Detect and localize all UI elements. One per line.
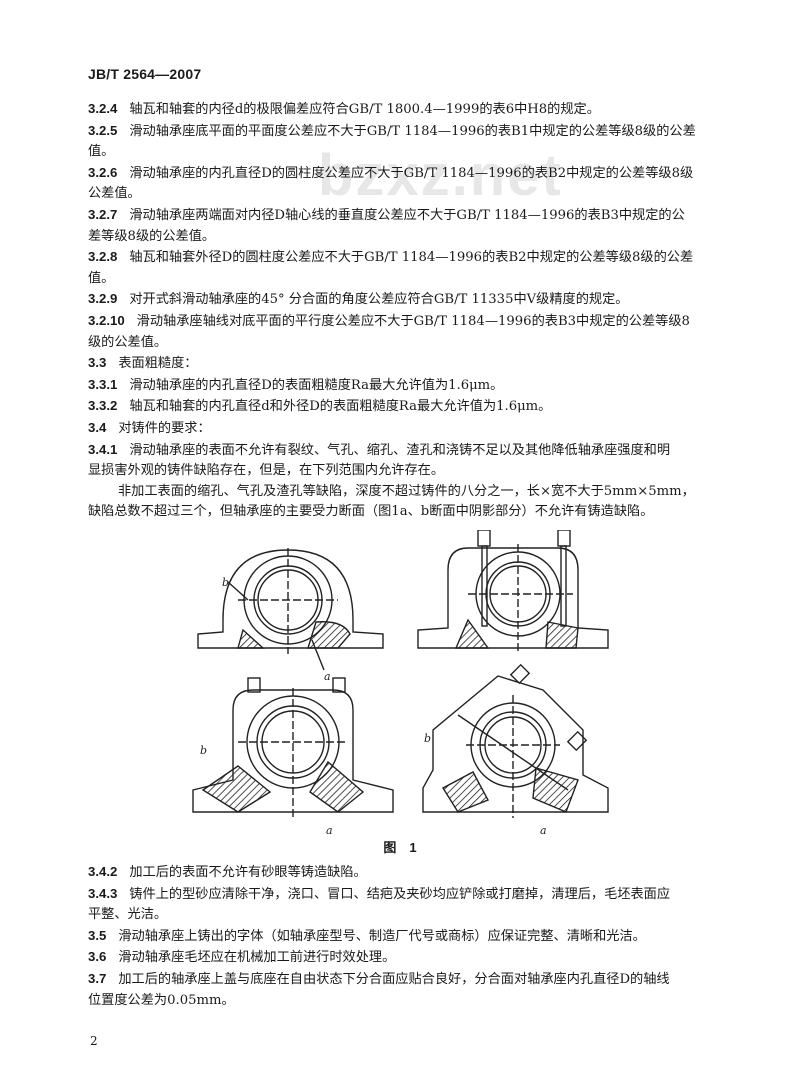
figure-1-bearing-housings: b a b a b a bbox=[192, 530, 609, 837]
page-number: 2 bbox=[90, 1034, 98, 1048]
label-a-2: a bbox=[326, 824, 333, 837]
label-b-1: b bbox=[222, 576, 229, 589]
watermark: bzxz.net bbox=[318, 143, 563, 208]
bearing-housing-top-left bbox=[197, 548, 384, 671]
bearing-housing-bottom-right bbox=[422, 663, 609, 818]
label-b-2: b bbox=[200, 744, 207, 757]
figure-caption: 图 1 bbox=[383, 840, 417, 855]
defect-paragraph: 非加工表面的缩孔、气孔及渣孔等缺陷，深度不超过铸件的八分之一，长×宽不大于5mm… bbox=[118, 483, 695, 499]
bearing-housing-top-right bbox=[417, 530, 609, 654]
label-a-3: a bbox=[540, 824, 547, 837]
bearing-housing-bottom-left bbox=[192, 677, 394, 820]
standard-number: JB/T 2564—2007 bbox=[88, 66, 202, 82]
label-a-1: a bbox=[324, 670, 331, 683]
label-b-3: b bbox=[424, 732, 431, 745]
